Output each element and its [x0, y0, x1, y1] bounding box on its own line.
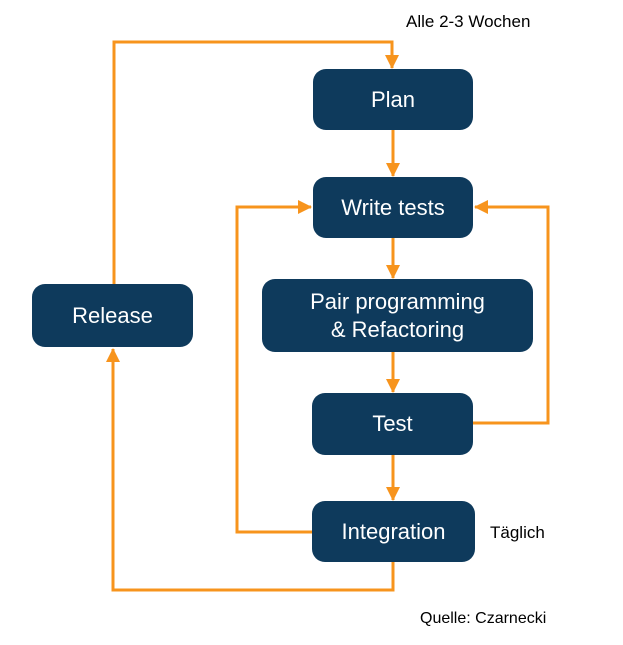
- node-release: Release: [32, 284, 193, 347]
- node-test-label: Test: [372, 411, 413, 437]
- node-release-label: Release: [72, 302, 153, 328]
- node-pair-programming-line1: Pair programming: [310, 289, 485, 314]
- arrow-integration-to-release: [106, 348, 395, 592]
- node-pair-programming: Pair programming & Refactoring: [262, 279, 533, 352]
- node-write-tests: Write tests: [313, 177, 473, 238]
- node-integration: Integration: [312, 501, 475, 562]
- source-annotation: Quelle: Czarnecki: [420, 610, 547, 627]
- node-test: Test: [312, 393, 473, 455]
- cycle-annotation: Alle 2-3 Wochen: [406, 12, 531, 31]
- node-integration-label: Integration: [341, 518, 446, 544]
- node-plan-label: Plan: [370, 86, 416, 112]
- node-plan: Plan: [313, 69, 473, 130]
- arrow-release-to-plan: [112, 40, 399, 284]
- arrow-integration-to-write-tests: [235, 200, 312, 534]
- node-pair-programming-line2: & Refactoring: [330, 316, 465, 342]
- daily-annotation: Täglich: [490, 523, 545, 542]
- node-write-tests-label: Write tests: [341, 194, 445, 220]
- arrow-test-to-write-tests: [473, 200, 550, 425]
